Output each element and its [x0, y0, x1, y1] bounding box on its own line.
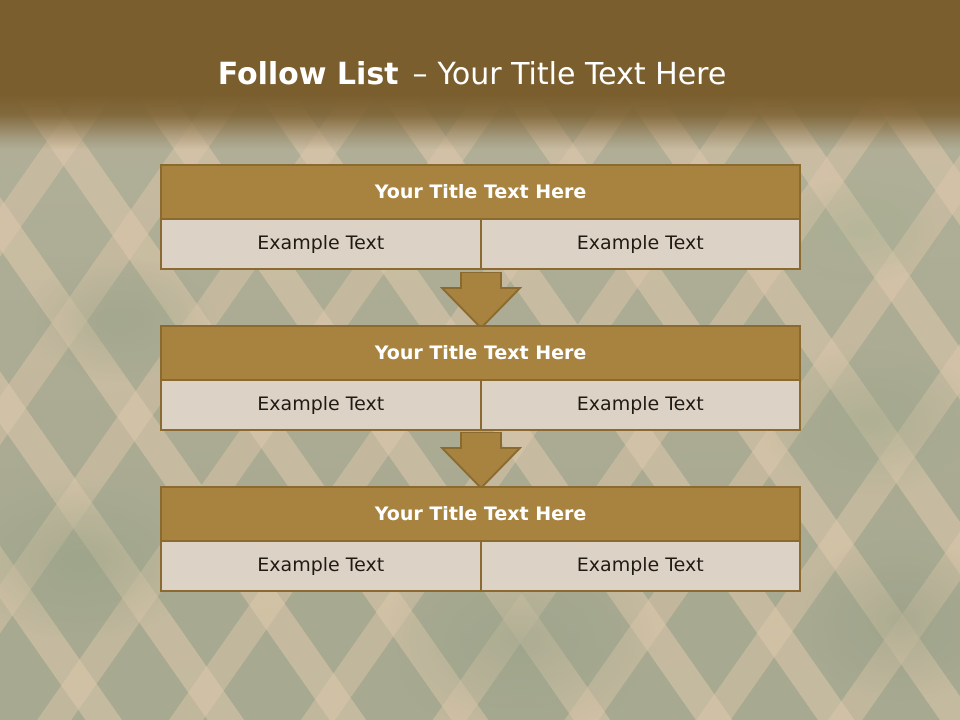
down-arrow-icon	[440, 432, 522, 490]
down-arrow-icon	[440, 272, 522, 330]
block-row: Example Text Example Text	[160, 220, 801, 270]
block-row: Example Text Example Text	[160, 381, 801, 431]
block-cell-right: Example Text	[479, 220, 799, 268]
slide-title-dash: –	[412, 57, 428, 92]
slide-title-rest: Your Title Text Here	[437, 57, 727, 92]
block-cell-left: Example Text	[162, 220, 480, 268]
block-cell-right: Example Text	[479, 542, 799, 590]
slide-title-bold: Follow List	[217, 57, 399, 92]
title-band	[0, 0, 960, 150]
slide-title: Follow List–Your Title Text Here	[0, 52, 944, 98]
follow-block-2: Your Title Text Here Example Text Exampl…	[160, 325, 801, 431]
block-cell-left: Example Text	[162, 542, 480, 590]
block-cell-right: Example Text	[479, 381, 799, 429]
block-title: Your Title Text Here	[160, 164, 801, 220]
block-title: Your Title Text Here	[160, 486, 801, 542]
block-row: Example Text Example Text	[160, 542, 801, 592]
follow-block-3: Your Title Text Here Example Text Exampl…	[160, 486, 801, 592]
block-cell-left: Example Text	[162, 381, 480, 429]
follow-block-1: Your Title Text Here Example Text Exampl…	[160, 164, 801, 270]
block-title: Your Title Text Here	[160, 325, 801, 381]
